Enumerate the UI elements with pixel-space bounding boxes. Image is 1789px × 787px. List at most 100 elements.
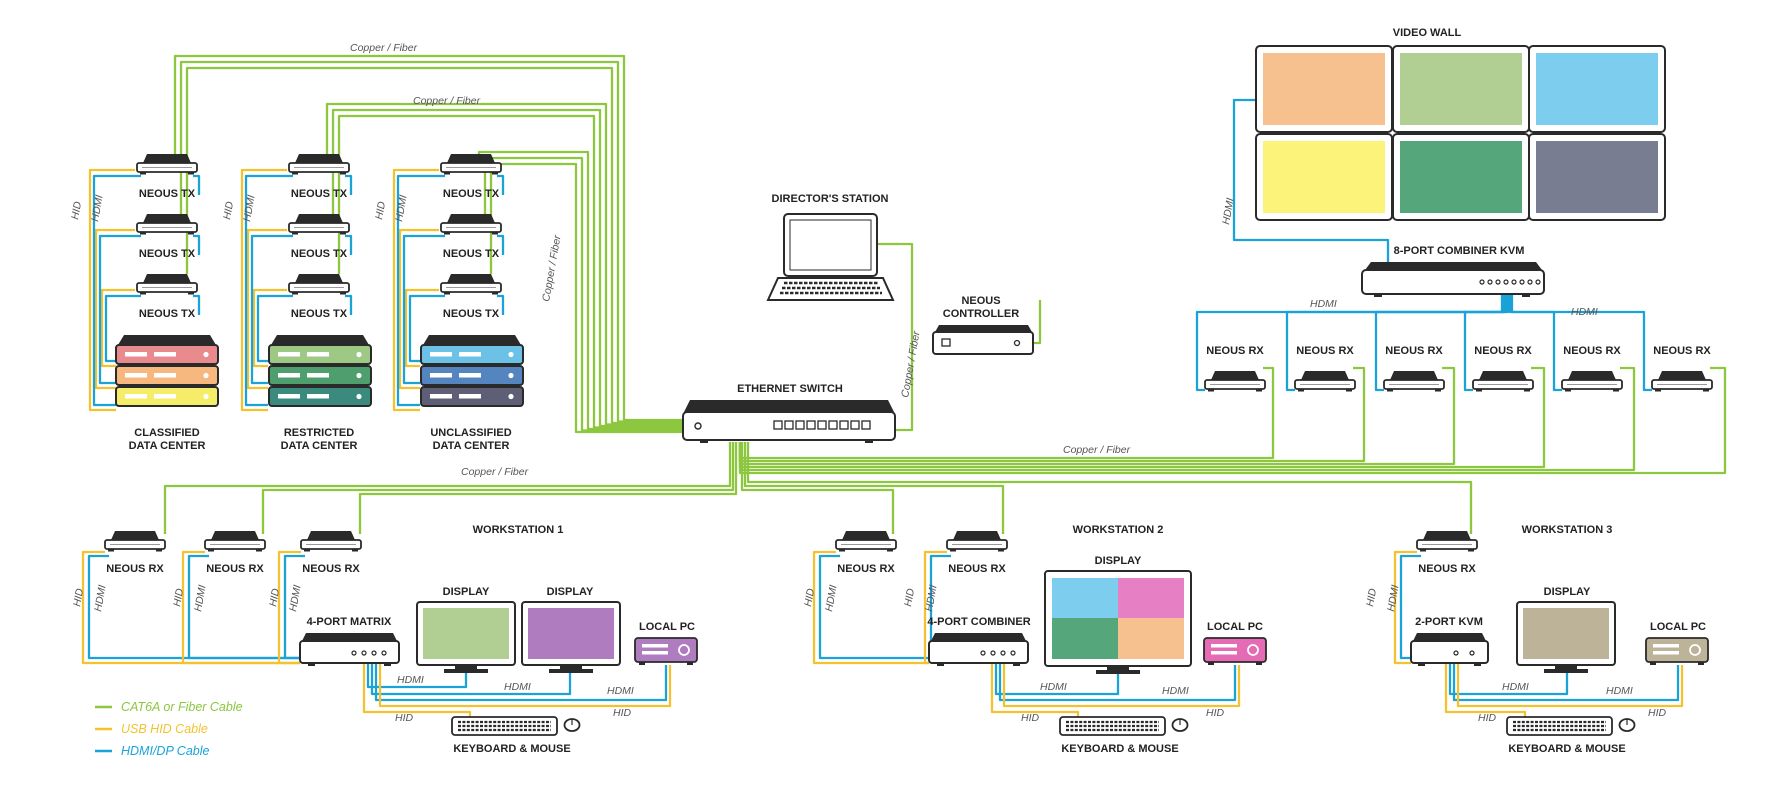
restricted-label-2: DATA CENTER — [281, 440, 358, 452]
legend: CAT6A or Fiber Cable USB HID Cable HDMI/… — [95, 700, 243, 758]
cable-label-hid: HID — [613, 707, 632, 719]
neous-rx-unit — [1561, 370, 1623, 393]
unclassified-label-2: DATA CENTER — [433, 440, 510, 452]
neous-tx-unit — [440, 213, 502, 236]
workstation-3: WORKSTATION 3 NEOUS RX 2-PORT KVM DISPLA… — [1410, 524, 1709, 755]
cable-label-copper-fiber: Copper / Fiber — [1063, 444, 1131, 456]
neous-tx-unit — [440, 153, 502, 176]
cable-label-hid: HID — [171, 587, 186, 607]
controller-label-2: CONTROLLER — [943, 308, 1019, 320]
ws2-local-pc — [1203, 637, 1267, 666]
ws2-combiner-box — [928, 633, 1029, 666]
ws2-display-label: DISPLAY — [1095, 555, 1142, 567]
video-wall-screen — [1536, 141, 1658, 213]
video-wall-screen — [1263, 53, 1385, 125]
ws1-local-pc-label: LOCAL PC — [639, 621, 695, 633]
ws2-peripherals-label: KEYBOARD & MOUSE — [1061, 743, 1178, 755]
cable-label-hdmi: HDMI — [1571, 306, 1598, 318]
cable-label-hid: HID — [802, 587, 817, 607]
cable-label-hdmi: HDMI — [92, 584, 108, 613]
cable-label-hid: HID — [221, 200, 236, 220]
ws2-title: WORKSTATION 2 — [1073, 524, 1164, 536]
cable-label-hid: HID — [1648, 707, 1667, 719]
classified-servers — [115, 335, 219, 407]
neous-rx-unit — [1416, 530, 1478, 553]
cable-label-hid: HID — [1021, 712, 1040, 724]
classified-label-2: DATA CENTER — [129, 440, 206, 452]
neous-rx-unit — [204, 530, 266, 553]
neous-rx-unit — [300, 530, 362, 553]
ethernet-switch-label: ETHERNET SWITCH — [737, 383, 843, 395]
ws1-local-pc — [634, 637, 698, 666]
video-wall-screen — [1536, 53, 1658, 125]
neous-tx-unit — [288, 273, 350, 296]
cable-label-hid: HID — [1478, 712, 1497, 724]
cable-label-hdmi: HDMI — [504, 681, 531, 693]
neous-rx-unit — [946, 530, 1008, 553]
video-wall-screen — [1400, 53, 1522, 125]
video-wall-screen — [1400, 141, 1522, 213]
cable-label-copper-fiber: Copper / Fiber — [461, 466, 529, 478]
neous-rx-label: NEOUS RX — [837, 563, 895, 575]
cable-label-hdmi: HDMI — [393, 194, 409, 223]
unclassified-label-1: UNCLASSIFIED — [430, 427, 511, 439]
directors-station: DIRECTOR'S STATION — [766, 193, 895, 301]
neous-rx-label: NEOUS RX — [948, 563, 1006, 575]
neous-rx-unit — [1294, 370, 1356, 393]
neous-tx-unit — [136, 213, 198, 236]
restricted-servers — [268, 335, 372, 407]
cable-label-hid: HID — [267, 587, 282, 607]
neous-controller: NEOUS CONTROLLER — [932, 295, 1034, 355]
neous-tx-label: NEOUS TX — [443, 188, 500, 200]
cable-label-hdmi: HDMI — [241, 194, 257, 223]
neous-tx-unit — [136, 273, 198, 296]
cable-label-hid: HID — [69, 200, 84, 220]
neous-rx-label: NEOUS RX — [302, 563, 360, 575]
cable-label-hdmi: HDMI — [923, 584, 939, 613]
neous-rx-label: NEOUS RX — [1653, 345, 1711, 357]
neous-tx-label: NEOUS TX — [291, 248, 348, 260]
ws3-local-pc — [1645, 637, 1709, 666]
neous-rx-unit — [835, 530, 897, 553]
cable-label-hdmi: HDMI — [1040, 681, 1067, 693]
neous-tx-label: NEOUS TX — [139, 248, 196, 260]
neous-rx-label: NEOUS RX — [1474, 345, 1532, 357]
neous-rx-unit — [104, 530, 166, 553]
neous-rx-label: NEOUS RX — [1296, 345, 1354, 357]
legend-item-usb: USB HID Cable — [121, 722, 208, 736]
neous-tx-label: NEOUS TX — [443, 248, 500, 260]
controller-label-1: NEOUS — [961, 295, 1000, 307]
neous-tx-unit — [136, 153, 198, 176]
neous-rx-label: NEOUS RX — [1206, 345, 1264, 357]
laptop-icon — [766, 213, 895, 301]
cable-label-hdmi: HDMI — [397, 674, 424, 686]
ws2-local-pc-label: LOCAL PC — [1207, 621, 1263, 633]
ws3-kvm-box — [1410, 633, 1489, 666]
cable-layer — [81, 54, 1727, 717]
ws1-display-1 — [416, 601, 516, 673]
neous-tx-label: NEOUS TX — [443, 308, 500, 320]
ws1-peripherals-label: KEYBOARD & MOUSE — [453, 743, 570, 755]
cable-label-hid: HID — [1206, 707, 1225, 719]
cable-label-copper-fiber: Copper / Fiber — [540, 234, 564, 303]
video-wall-label: VIDEO WALL — [1393, 27, 1462, 39]
legend-item-cat6: CAT6A or Fiber Cable — [121, 700, 243, 714]
legend-item-hdmi: HDMI/DP Cable — [121, 744, 209, 758]
neous-tx-unit — [288, 153, 350, 176]
cable-label-copper-fiber: Copper / Fiber — [899, 330, 923, 399]
neous-tx-label: NEOUS TX — [291, 308, 348, 320]
neous-rx-label: NEOUS RX — [1563, 345, 1621, 357]
data-centers: NEOUS TX NEOUS TX NEOUS TX NEOUS TX NEOUS TX… — [115, 153, 524, 452]
directors-station-label: DIRECTOR'S STATION — [772, 193, 889, 205]
neous-tx-label: NEOUS TX — [291, 188, 348, 200]
neous-rx-unit — [1472, 370, 1534, 393]
ws3-title: WORKSTATION 3 — [1522, 524, 1613, 536]
neous-rx-label: NEOUS RX — [1418, 563, 1476, 575]
ws3-local-pc-label: LOCAL PC — [1650, 621, 1706, 633]
ws3-hub-label: 2-PORT KVM — [1415, 616, 1483, 628]
neous-rx-unit — [1651, 370, 1713, 393]
cable-label-hdmi: HDMI — [192, 584, 208, 613]
cable-label-hid: HID — [71, 587, 86, 607]
